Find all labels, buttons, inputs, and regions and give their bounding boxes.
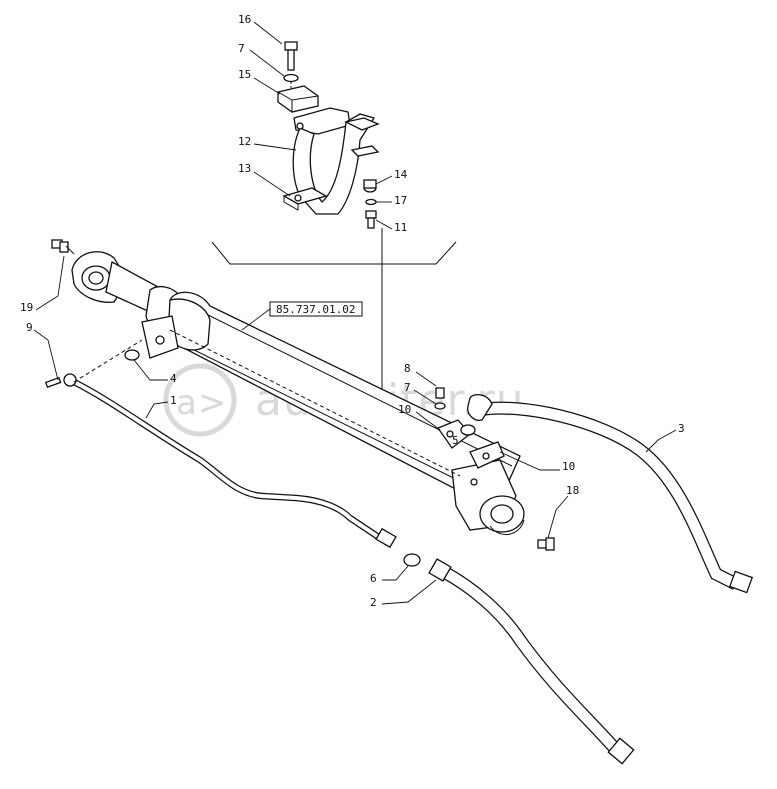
washer-17 [365,198,377,206]
grease-fitting-18 [537,537,555,551]
flange-parts [434,387,505,469]
saddle-15 [277,85,319,113]
o-ring-6 [403,553,421,567]
callout-9: 9 [26,321,33,334]
callout-16: 16 [238,13,251,26]
callout-8: 8 [404,362,411,375]
callout-3: 3 [678,422,685,435]
callout-15: 15 [238,68,251,81]
callout-10a: 10 [398,403,411,416]
bolt-11 [365,210,377,229]
callout-18: 18 [566,484,579,497]
reference-box: 85.737.01.02 [241,301,363,331]
callout-1: 1 [170,394,177,407]
bolt-16 [284,41,298,71]
washer-7 [283,73,299,83]
callout-19: 19 [20,301,33,314]
reference-label: 85.737.01.02 [276,303,355,316]
callout-14: 14 [394,168,408,181]
callouts: 16 7 15 12 13 14 17 11 19 9 4 1 8 7 10 5… [20,13,685,609]
callout-7b: 7 [404,381,411,394]
callout-17: 17 [394,194,407,207]
o-ring-4 [124,349,140,361]
assembly-dash-lines [73,329,461,477]
watermark-symbol: a> [176,383,227,423]
callout-5a: 5 [452,434,459,447]
hydraulic-cylinder [71,251,525,535]
callout-2: 2 [370,596,377,609]
nut-14 [363,179,377,193]
callout-10b: 10 [562,460,575,473]
callout-7: 7 [238,42,245,55]
callout-11: 11 [394,221,407,234]
clamp-bracket [282,107,380,215]
callout-4: 4 [170,372,177,385]
clamp-assembly [277,41,380,229]
callout-12: 12 [238,135,251,148]
callout-13: 13 [238,162,251,175]
rigid-pipe [44,373,397,549]
assembly-frame [211,228,457,420]
callout-6: 6 [370,572,377,585]
watermark-logo-icon [163,363,237,437]
grease-fitting-19 [51,239,75,255]
hose-3 [467,393,754,594]
hose-2 [428,558,635,765]
